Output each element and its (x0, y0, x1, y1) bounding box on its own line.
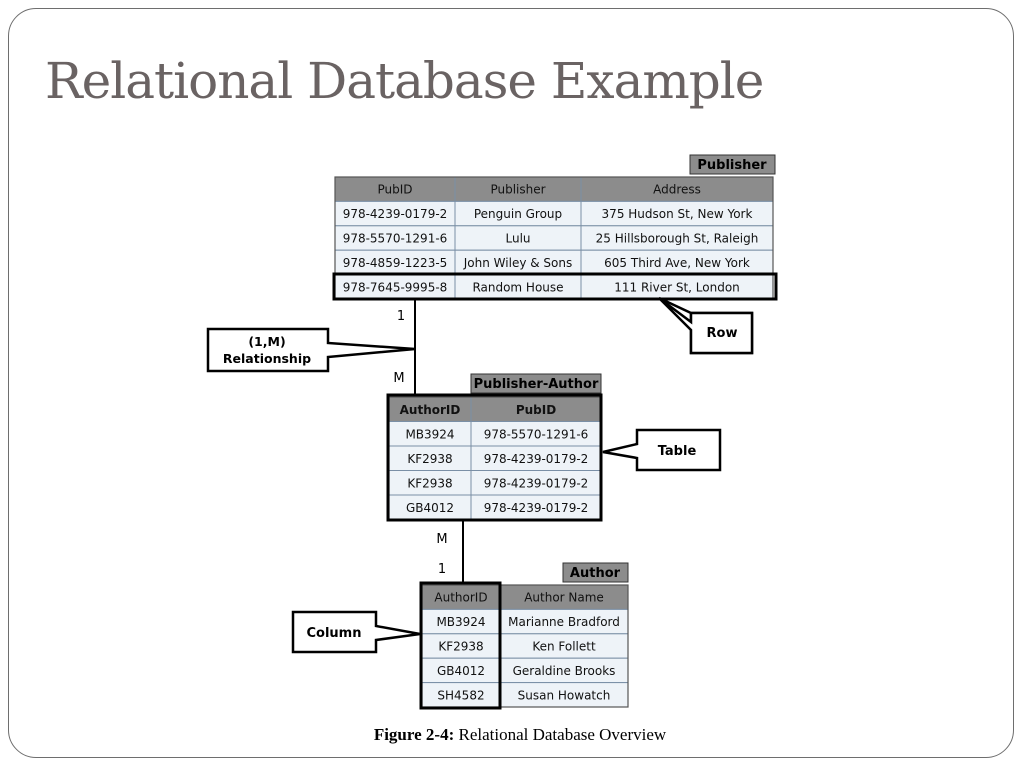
table-callout: Table (602, 428, 722, 472)
author-cell (499, 608, 629, 635)
publisher-table-tag (689, 154, 776, 175)
publisher-table-name: Publisher (697, 158, 767, 173)
author-table-name: Author (570, 566, 621, 581)
author-cell-text: Marianne Bradford (508, 615, 620, 629)
publisher-author-table-name: Publisher-Author (474, 377, 599, 392)
publisher-cell-text: John Wiley & Sons (463, 256, 572, 270)
row-highlight (332, 272, 778, 301)
slide-title: Relational Database Example (45, 52, 764, 110)
cardinality-auth-one: 1 (438, 562, 446, 577)
slide-frame (8, 8, 1014, 758)
column-callout-label: Column (307, 626, 362, 641)
publisher-author-header-cell (470, 396, 602, 422)
publisher-cell-text: Lulu (505, 232, 530, 246)
author-header-text: Author Name (524, 591, 604, 605)
author-cell-text: SH4582 (437, 688, 484, 702)
publisher-header-text: Publisher (490, 183, 545, 197)
publisher-cell (454, 225, 582, 251)
author-cell (499, 682, 629, 708)
publisher-cell-text: 375 Hudson St, New York (602, 207, 753, 221)
author-cell-text: KF2938 (438, 640, 483, 654)
publisher-cell-text: 25 Hillsborough St, Raleigh (596, 232, 759, 246)
figure-caption-label: Figure 2-4: (373, 725, 455, 744)
publisher-author-cell (470, 421, 602, 447)
publisher-author-cell-text: 978-4239-0179-2 (484, 476, 589, 490)
author-header-text: AuthorID (434, 591, 487, 605)
publisher-author-cell-text: KF2938 (407, 476, 452, 490)
publisher-cell (334, 249, 456, 276)
publisher-cell-text: 111 River St, London (614, 280, 740, 294)
publisher-author-header-text: AuthorID (400, 403, 461, 417)
author-cell-text: MB3924 (436, 615, 485, 629)
figure-caption-text: Relational Database Overview (454, 725, 667, 744)
publisher-author-cell-text: 978-5570-1291-6 (484, 427, 589, 441)
author-cell (499, 633, 629, 659)
publisher-header-text: PubID (377, 183, 412, 197)
publisher-cell-text: 978-5570-1291-6 (343, 232, 448, 246)
column-highlight (419, 581, 502, 710)
cardinality-pub-many: M (393, 371, 404, 386)
row-callout-label: Row (707, 326, 738, 341)
author-cell-text: Ken Follett (532, 640, 596, 654)
publisher-cell (580, 249, 774, 276)
table-callout-label: Table (658, 444, 697, 459)
row-callout: Row (658, 296, 754, 355)
publisher-author-table-tag (470, 373, 602, 394)
publisher-cell-text: 978-4859-1223-5 (343, 256, 448, 270)
relationship-callout-line1: (1,M) (248, 334, 285, 349)
relationship-callout-line2: Relationship (223, 351, 311, 366)
publisher-cell (580, 200, 774, 227)
publisher-cell (334, 200, 456, 227)
author-cell-text: Geraldine Brooks (513, 664, 616, 678)
relationship-callout: (1,M) Relationship (206, 327, 416, 373)
author-cell-text: Susan Howatch (518, 688, 611, 702)
publisher-author-cell-text: 978-4239-0179-2 (484, 501, 589, 515)
publisher-author-cell-text: 978-4239-0179-2 (484, 452, 589, 466)
publisher-author-cell (470, 445, 602, 471)
publisher-cell-text: 978-4239-0179-2 (343, 207, 448, 221)
publisher-author-cell-text: MB3924 (405, 427, 454, 441)
publisher-header-text: Address (653, 183, 701, 197)
author-table-tag (562, 562, 629, 583)
publisher-cell (454, 274, 582, 300)
table-highlight (386, 393, 603, 522)
publisher-cell-text: 605 Third Ave, New York (604, 256, 750, 270)
figure-caption: Figure 2-4: Relational Database Overview (0, 725, 1024, 745)
publisher-cell-text: Random House (472, 280, 563, 294)
author-cell (499, 657, 629, 684)
cardinality-auth-many: M (436, 532, 447, 547)
author-cell-text: GB4012 (437, 664, 485, 678)
publisher-author-cell (470, 470, 602, 496)
publisher-cell-text: 978-7645-9995-8 (343, 280, 448, 294)
publisher-author-header-text: PubID (516, 403, 556, 417)
author-cell (421, 682, 501, 708)
cardinality-pub-one: 1 (397, 309, 405, 324)
publisher-cell-text: Penguin Group (474, 207, 562, 221)
column-callout: Column (291, 610, 421, 654)
publisher-author-cell-text: GB4012 (406, 501, 454, 515)
publisher-author-cell-text: KF2938 (407, 452, 452, 466)
publisher-cell (580, 274, 774, 300)
